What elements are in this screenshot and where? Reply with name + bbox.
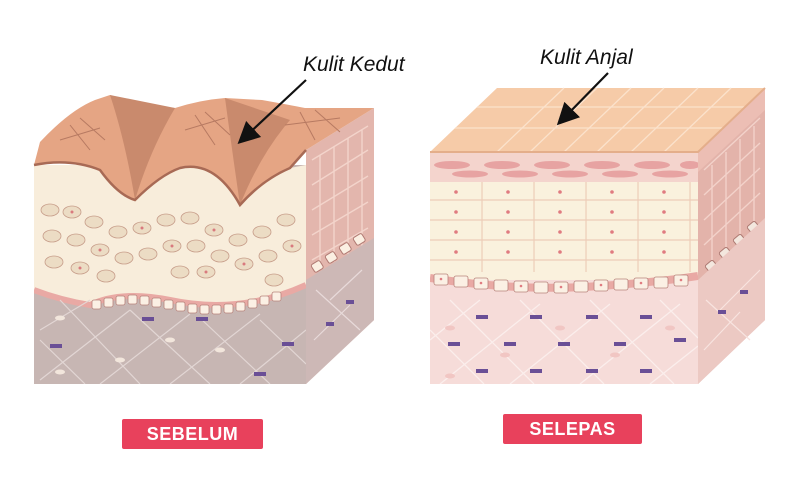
after-epidermal-grid [430,182,698,272]
wrinkled-skin-label: Kulit Kedut [303,53,405,76]
after-skin-block [430,87,766,384]
after-basal-cells [433,273,689,294]
before-side-cells [311,125,369,270]
before-wrinkle-fold-1 [110,95,175,200]
before-side-basal-cells [310,233,366,273]
after-surface-grid [455,87,745,153]
before-skin-block [33,95,374,384]
after-badge: SELEPAS [503,414,642,444]
before-callout-arrow [237,79,307,145]
after-dermis-markers [448,315,686,373]
before-surface-creases [59,109,341,151]
before-badge: SEBELUM [122,419,263,449]
before-epidermal-cells [40,203,302,287]
before-epidermis [34,165,306,305]
before-dermis-fibers [39,299,306,384]
before-dermis-markers [50,317,294,376]
after-cell-nuclei [454,190,666,254]
firm-skin-label: Kulit Anjal [540,46,633,69]
before-basal-cells [91,291,282,315]
after-callout-arrow [556,72,609,126]
